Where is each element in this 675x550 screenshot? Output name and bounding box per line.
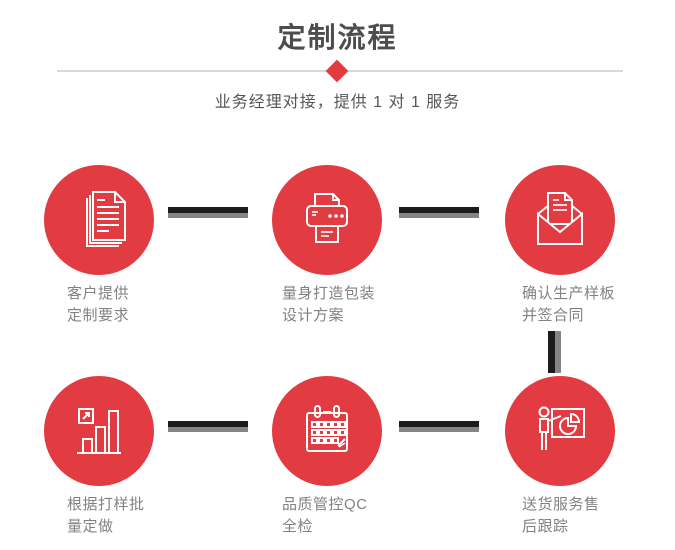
step-label-1: 客户提供 定制要求 — [67, 285, 130, 324]
step-label-6: 送货服务售 后跟踪 — [522, 496, 600, 535]
step-circle-5 — [272, 376, 382, 486]
mail-icon — [537, 192, 583, 245]
diamond-accent-icon — [325, 59, 349, 83]
bar-chart-icon — [77, 408, 121, 454]
step-circle-3 — [505, 165, 615, 275]
connector-bar-vertical — [548, 331, 561, 373]
step-circle-6 — [505, 376, 615, 486]
documents-icon — [86, 191, 126, 247]
printer-icon — [306, 193, 348, 243]
connector-bar — [399, 207, 479, 218]
step-label-3: 确认生产样板 并签合同 — [522, 285, 616, 324]
step-label-5: 品质管控QC 全检 — [282, 496, 368, 535]
presentation-icon — [538, 406, 585, 450]
connector-bar — [399, 421, 479, 432]
connector-bar — [168, 421, 248, 432]
step-label-2: 量身打造包装 设计方案 — [282, 285, 376, 324]
page-title: 定制流程 — [277, 22, 398, 53]
connector-bar — [168, 207, 248, 218]
step-circle-1 — [44, 165, 154, 275]
page-subtitle: 业务经理对接，提供 1 对 1 服务 — [214, 94, 461, 111]
step-circle-4 — [44, 376, 154, 486]
step-label-4: 根据打样批 量定做 — [67, 496, 145, 535]
step-circle-2 — [272, 165, 382, 275]
calendar-icon — [306, 405, 348, 452]
